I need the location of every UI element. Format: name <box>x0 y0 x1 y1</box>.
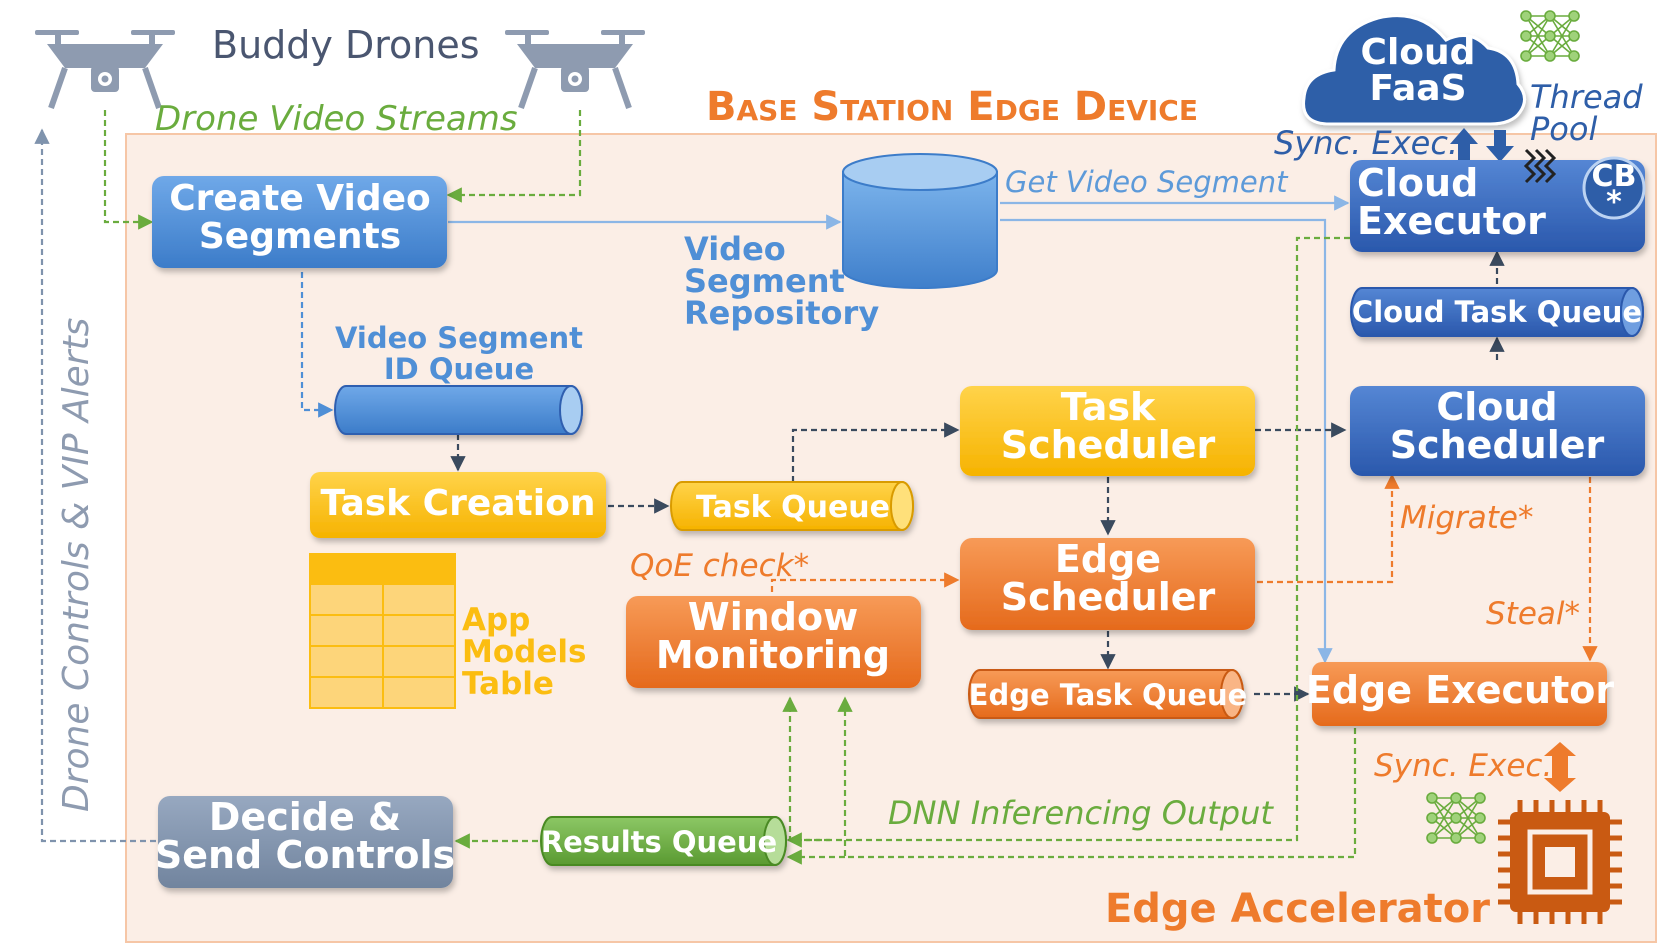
cloud-output-arrow <box>782 236 1350 842</box>
repository-line1: Video <box>684 230 786 268</box>
qoe-check-label: QoE check* <box>630 548 809 584</box>
id-queue-line2: ID Queue <box>384 352 534 386</box>
video-segment-id-queue <box>334 385 583 435</box>
cloud-executor-line1: Cloud <box>1357 161 1478 205</box>
stream-left-arrow <box>103 110 154 230</box>
cloud-scheduler-line2: Scheduler <box>1390 423 1605 467</box>
edge-scheduler-line2: Scheduler <box>1001 575 1216 619</box>
decide-line1: Decide & <box>209 795 401 839</box>
dnn-output-label: DNN Inferencing Output <box>888 794 1274 832</box>
edge-output-arrow <box>837 696 1357 859</box>
edge-accelerator-chip-icon <box>1498 800 1622 924</box>
task-creation-box: Task Creation <box>310 472 606 538</box>
migrate-label: Migrate* <box>1400 500 1534 536</box>
task-creation-label: Task Creation <box>321 483 596 524</box>
cloud-task-queue-label: Cloud Task Queue <box>1352 295 1642 329</box>
badge-line1: CB <box>1592 159 1637 194</box>
id-queue-line1: Video Segment <box>335 321 583 355</box>
qoe-check-arrow <box>770 572 960 592</box>
edge-scheduler-box: Edge Scheduler <box>960 537 1255 630</box>
steal-label: Steal* <box>1486 596 1580 632</box>
cloud-faas-line2: FaaS <box>1370 68 1467 109</box>
create-video-line2: Segments <box>199 216 401 257</box>
drone-left-icon <box>35 30 175 108</box>
page-title: Base Station Edge Device <box>706 84 1198 130</box>
create-video-segments-box: Create Video Segments <box>152 176 447 268</box>
segment-to-edge-arrow <box>1000 218 1333 664</box>
cloud-task-queue: Cloud Task Queue <box>1350 287 1644 337</box>
task-scheduler-box: Task Scheduler <box>960 385 1255 476</box>
task-queue-label: Task Queue <box>696 490 890 525</box>
results-queue: Results Queue <box>540 816 787 866</box>
edge-executor-label: Edge Executor <box>1306 668 1614 712</box>
task-queue: Task Queue <box>670 481 914 531</box>
edge-scheduler-line1: Edge <box>1055 537 1161 581</box>
controls-to-drones-arrow <box>34 128 156 843</box>
migrate-arrow <box>1257 473 1400 584</box>
window-monitoring-box: Window Monitoring <box>626 595 921 688</box>
edge-executor-box: Edge Executor <box>1306 662 1614 726</box>
decide-send-controls-box: Decide & Send Controls <box>155 795 455 888</box>
task-scheduler-line2: Scheduler <box>1001 423 1216 467</box>
app-models-line2: Models <box>462 634 586 670</box>
repository-line2: Segment <box>684 262 845 300</box>
app-models-line1: App <box>462 602 530 638</box>
edge-sync-label: Sync. Exec. <box>1374 748 1552 784</box>
window-monitoring-line2: Monitoring <box>656 633 890 677</box>
thread-pool-line2: Pool <box>1530 110 1597 148</box>
edge-task-queue: Edge Task Queue <box>968 669 1248 719</box>
cloud-scheduler-box: Cloud Scheduler <box>1350 385 1645 476</box>
edge-sync-arrow-icon <box>1544 742 1576 792</box>
cloud-sync-label: Sync. Exec. <box>1274 124 1458 162</box>
cloud-scheduler-line1: Cloud <box>1436 385 1557 429</box>
cloud-neural-network-icon <box>1520 10 1580 62</box>
to-task-scheduler-arrow <box>791 422 960 482</box>
create-video-line1: Create Video <box>169 178 431 219</box>
drone-streams-label: Drone Video Streams <box>155 99 518 139</box>
decide-line2: Send Controls <box>155 833 455 877</box>
drone-right-icon <box>505 30 645 108</box>
edge-task-queue-label: Edge Task Queue <box>969 678 1248 712</box>
results-queue-label: Results Queue <box>541 825 777 859</box>
cloud-executor-box: Cloud Executor <box>1350 160 1645 252</box>
repository-line3: Repository <box>684 294 879 332</box>
app-models-line3: Table <box>462 666 554 702</box>
cloud-faas-line1: Cloud <box>1361 32 1476 73</box>
thread-heat-icon <box>1523 148 1557 184</box>
stream-right-arrow <box>446 110 582 203</box>
cloud-sync-arrows-icon <box>1450 128 1514 162</box>
edge-accelerator-label: Edge Accelerator <box>1105 886 1490 932</box>
edge-neural-network-icon <box>1426 792 1486 844</box>
circuit-breaker-badge: CB * <box>1582 156 1646 220</box>
cloud-icon <box>1302 14 1526 126</box>
buddy-drones-label: Buddy Drones <box>212 23 480 67</box>
badge-line2: * <box>1606 185 1622 220</box>
thread-pool-line1: Thread <box>1530 78 1643 116</box>
drone-controls-label: Drone Controls & VIP Alerts <box>56 318 97 812</box>
window-monitoring-line1: Window <box>688 595 858 639</box>
get-segment-label: Get Video Segment <box>1005 165 1289 199</box>
app-models-table-icon <box>309 553 456 709</box>
to-id-queue-arrow <box>300 272 334 418</box>
task-scheduler-line1: Task <box>1061 385 1156 429</box>
repository-database-icon <box>842 153 998 289</box>
cloud-executor-line2: Executor <box>1357 199 1546 243</box>
